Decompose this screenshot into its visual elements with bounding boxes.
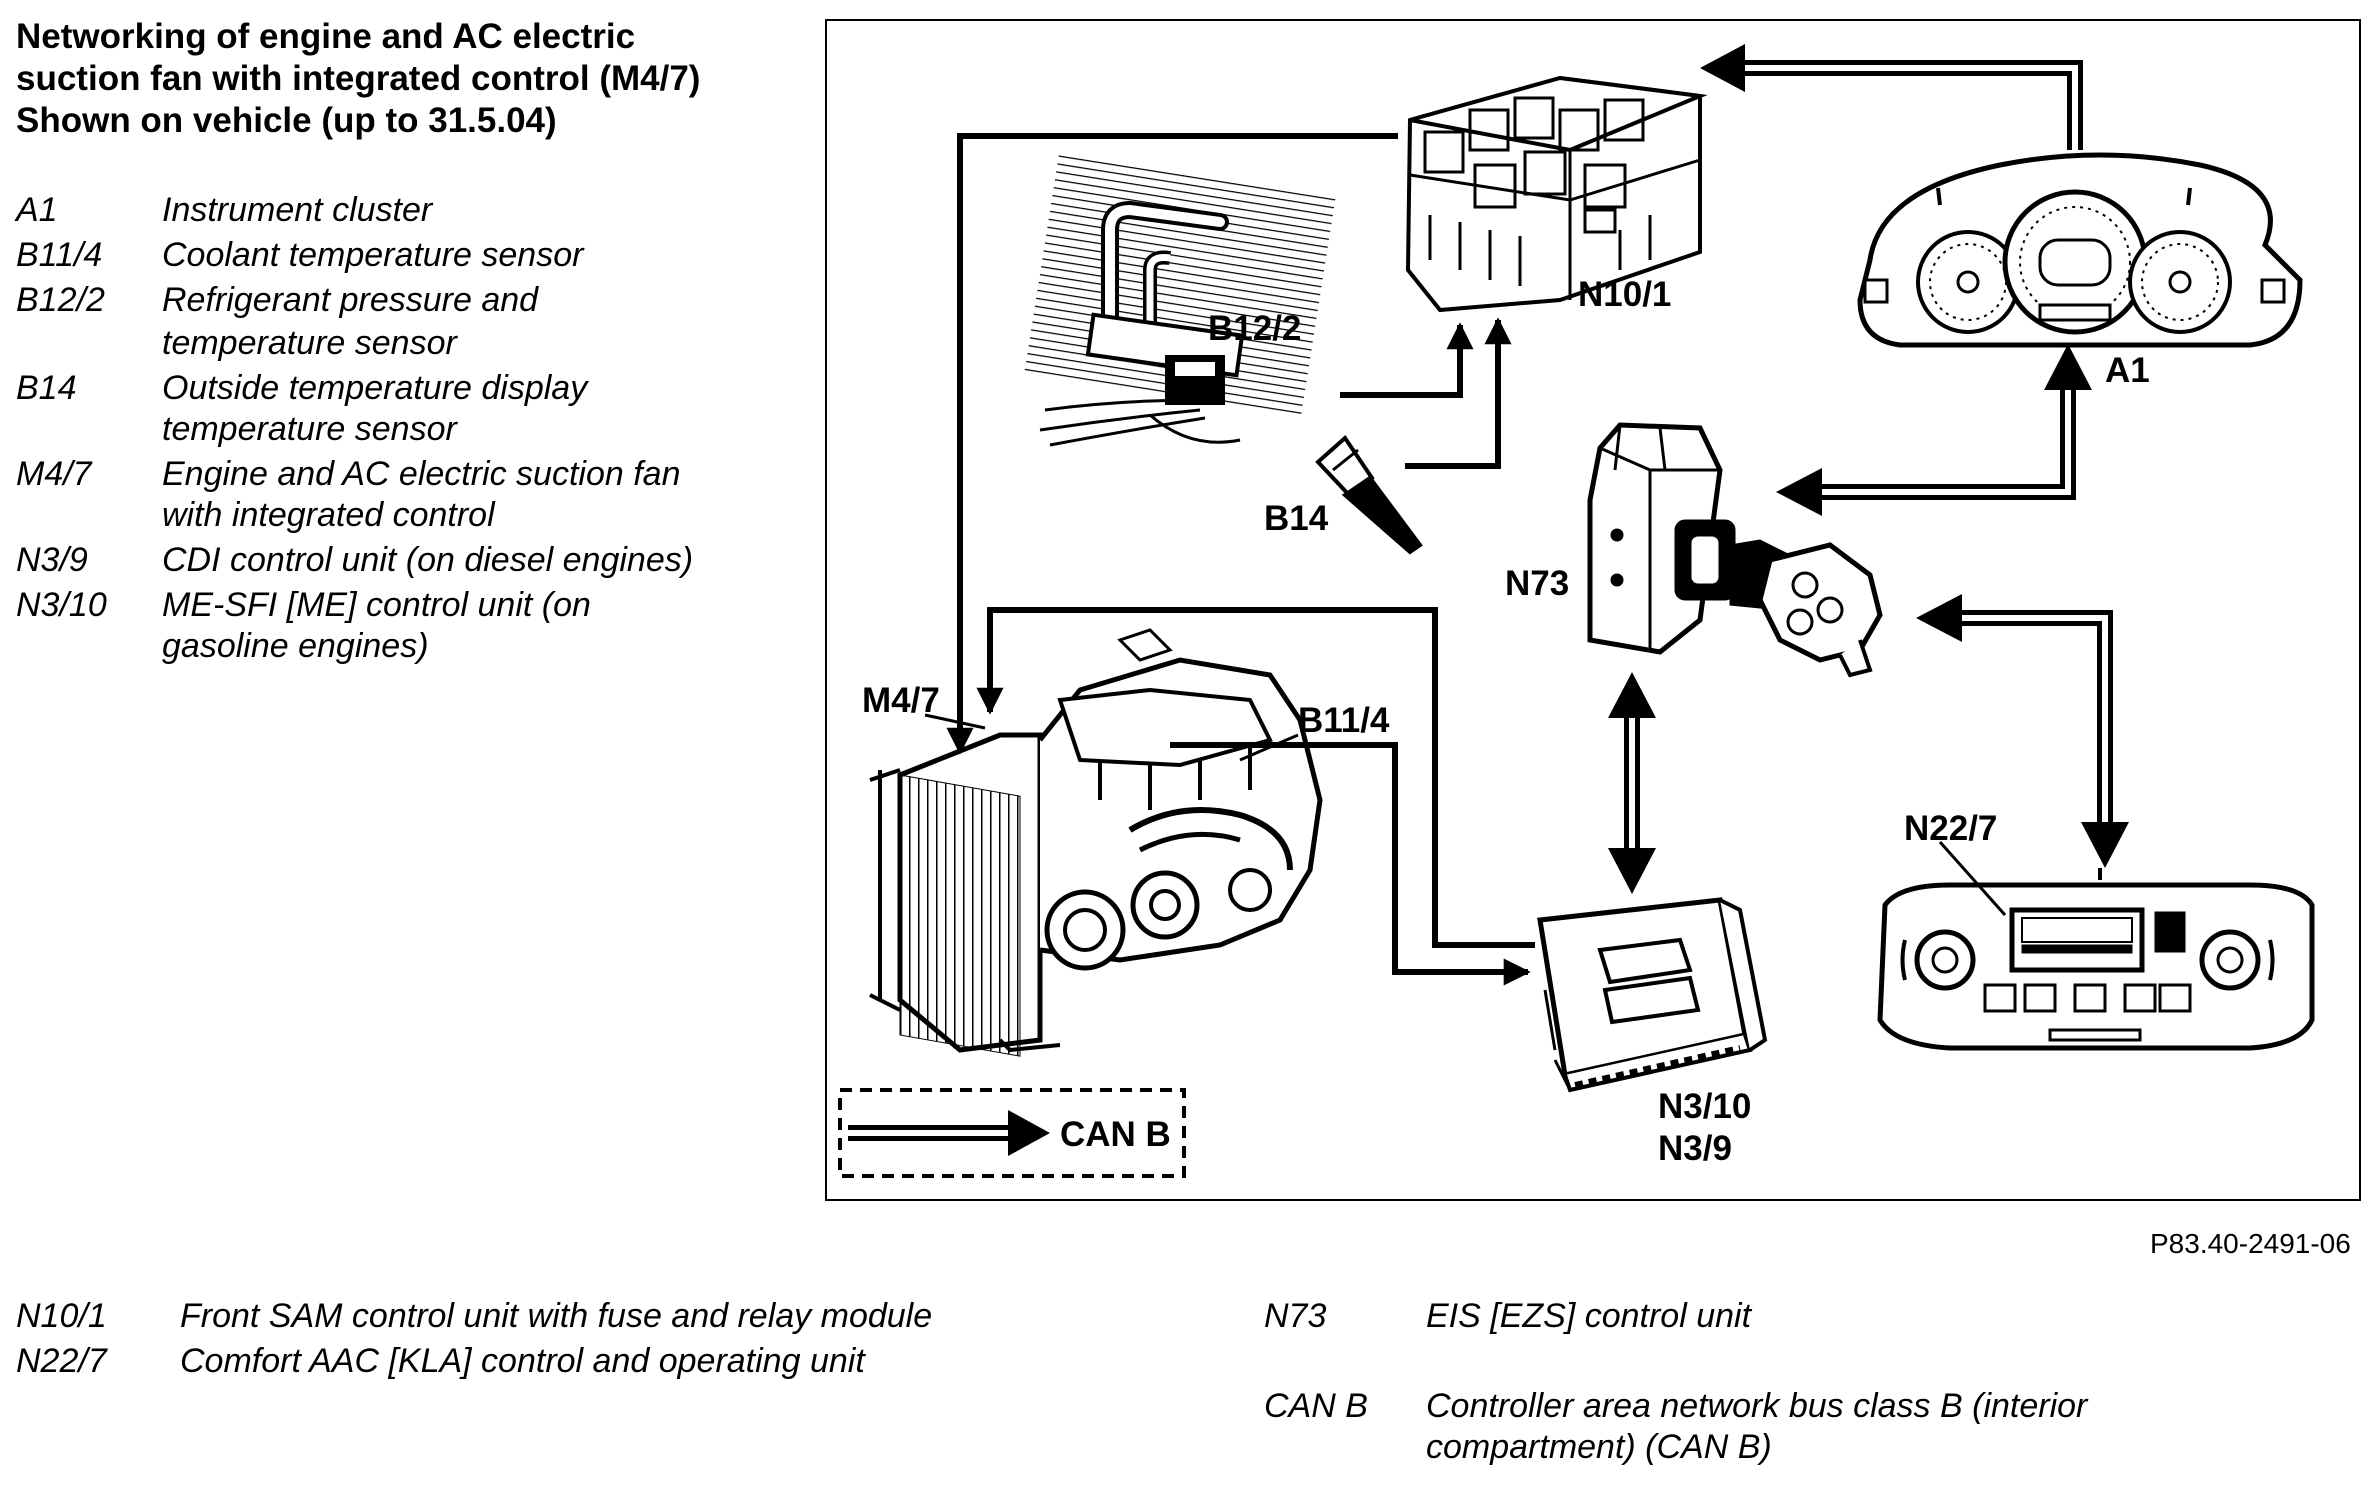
legend-desc: Controller area network bus class B (int… [1426,1387,2088,1425]
legend-desc: temperature sensor [162,410,457,448]
label-b14: B14 [1264,499,1329,538]
title-line-2: suction fan with integrated control (M4/… [16,59,701,98]
label-n10-1: N10/1 [1578,275,1671,314]
legend-desc: EIS [EZS] control unit [1426,1297,1752,1335]
can-b-legend-box [838,1088,1186,1178]
condenser-with-sensor [1024,154,1336,447]
label-n3-9: N3/9 [1658,1129,1732,1168]
wire-n10-1-to-m4-7 [946,133,1398,755]
can-b-a1-to-n10-1 [1745,60,2083,150]
legend-code: N3/10 [16,586,107,624]
legend-desc: Front SAM control unit with fuse and rel… [180,1297,933,1335]
page-title: Networking of engine and AC electric suc… [16,16,776,142]
label-b11-4: B11/4 [1298,701,1390,740]
label-n3-10: N3/10 [1658,1087,1751,1126]
label-n73: N73 [1505,564,1569,603]
legend-desc: Engine and AC electric suction fan [162,455,681,493]
aac-control-operating-unit [1877,868,2315,1051]
legend-desc: Coolant temperature sensor [162,236,584,274]
legend-code: B11/4 [16,236,103,274]
legend-code: M4/7 [16,455,92,493]
title-line-1: Networking of engine and AC electric [16,17,636,56]
signal-wires [946,133,1535,986]
legend-code: B14 [16,369,77,407]
instrument-cluster [1857,130,2303,348]
label-a1: A1 [2105,351,2150,390]
label-n22-7: N22/7 [1904,809,1997,848]
legend-desc: compartment) (CAN B) [1426,1428,1772,1466]
can-b-connections [1608,44,2129,894]
wire-b12-2-to-n10-1 [1340,322,1474,398]
label-m4-7: M4/7 [862,681,940,720]
legend-code: N22/7 [16,1342,107,1380]
label-b12-2: B12/2 [1208,309,1301,348]
legend-desc: Comfort AAC [KLA] control and operating … [180,1342,865,1380]
can-b-n73-to-a1 [1822,390,2076,500]
legend-top: A1 Instrument cluster B11/4 Coolant temp… [16,190,796,680]
legend-code: A1 [16,191,58,229]
legend-desc: with integrated control [162,496,495,534]
m4-7-pointer [924,713,986,730]
diagram-frame [825,19,2361,1201]
eis-control-unit [1587,422,1883,678]
wire-n3-10-to-m4-7 [976,607,1535,948]
legend-code: CAN B [1264,1387,1368,1425]
legend-desc: Refrigerant pressure and [162,281,539,319]
legend-desc: ME-SFI [ME] control unit (on [162,586,591,624]
legend-desc: CDI control unit (on diesel engines) [162,541,694,579]
legend-desc: gasoline engines) [162,627,429,665]
outside-temperature-sensor [1315,434,1423,555]
legend-code: N73 [1264,1297,1327,1335]
legend-bottom-left: N10/1 Front SAM control unit with fuse a… [16,1296,1166,1396]
label-can-b: CAN B [1060,1115,1171,1154]
legend-code: B12/2 [16,281,105,319]
wire-b14-to-n10-1 [1405,317,1512,469]
n22-7-pointer [1938,841,2007,916]
figure-id: P83.40-2491-06 [2150,1228,2351,1259]
legend-desc: Outside temperature display [162,369,588,407]
legend-code: N10/1 [16,1297,107,1335]
engine-control-unit [1537,897,1768,1093]
legend-code: N3/9 [16,541,88,579]
engine-with-suction-fan [869,628,1323,1057]
legend-desc: Instrument cluster [162,191,433,229]
title-line-3: Shown on vehicle (up to 31.5.04) [16,101,557,140]
front-sam-module [1405,75,1708,313]
legend-desc: temperature sensor [162,324,457,362]
wire-b11-4-to-n3-10 [1170,742,1531,986]
can-b-n73-to-n22-7 [1962,610,2113,822]
legend-bottom-right: N73 EIS [EZS] control unit CAN B Control… [1264,1296,2364,1476]
b11-4-pointer [1239,733,1299,762]
